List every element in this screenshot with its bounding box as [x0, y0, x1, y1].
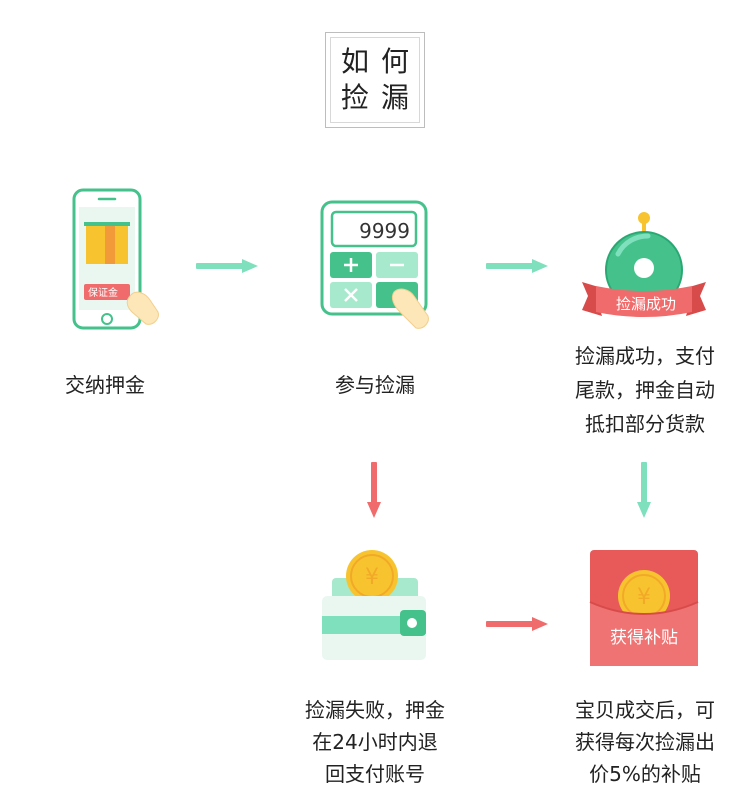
title-outer-frame: [325, 32, 425, 128]
title-char-1: 如: [340, 45, 369, 78]
arrow-right-red: [486, 617, 548, 631]
title-char-3: 捡: [340, 81, 369, 114]
step-fail-line-1: 捡漏失败，押金: [305, 698, 445, 722]
title-inner-frame: [330, 37, 420, 123]
success-badge-text: 捡漏成功: [615, 295, 676, 313]
calculator-display: 9999: [359, 219, 410, 243]
envelope-text: 获得补贴: [610, 628, 678, 648]
calculator-icon: 9999: [320, 200, 429, 329]
deposit-button-text: 保证金: [88, 286, 118, 299]
step-subsidy-line-2: 获得每次捡漏出: [575, 730, 715, 754]
step-participate-label: 参与捡漏: [335, 373, 415, 397]
arrow-down-fail: [367, 462, 381, 518]
step-subsidy-line-1: 宝贝成交后，可: [575, 698, 715, 722]
step-subsidy-line-3: 价5%的补贴: [589, 762, 701, 786]
page-title: 如 何 捡 漏: [325, 32, 425, 128]
title-char-4: 漏: [380, 81, 409, 114]
wallet-coin-symbol: ¥: [365, 565, 379, 590]
red-envelope-icon: ¥: [589, 550, 699, 666]
step-fail-line-2: 在24小时内退: [312, 730, 438, 754]
step-success-line-2: 尾款，押金自动: [575, 378, 715, 402]
wallet-refund-icon: ¥: [322, 550, 426, 660]
step-fail-line-3: 回支付账号: [325, 762, 425, 786]
step-success-line-1: 捡漏成功，支付: [575, 344, 715, 368]
arrow-right-1: [196, 259, 258, 273]
phone-icon: 保证金: [72, 188, 159, 330]
arrow-down-success: [637, 462, 651, 518]
title-char-2: 何: [380, 45, 409, 78]
jade-success-icon: [582, 212, 706, 317]
arrow-right-2: [486, 259, 548, 273]
step-success-line-3: 抵扣部分货款: [585, 412, 705, 436]
step-deposit-label: 交纳押金: [65, 373, 145, 397]
envelope-coin-symbol: ¥: [637, 585, 651, 610]
